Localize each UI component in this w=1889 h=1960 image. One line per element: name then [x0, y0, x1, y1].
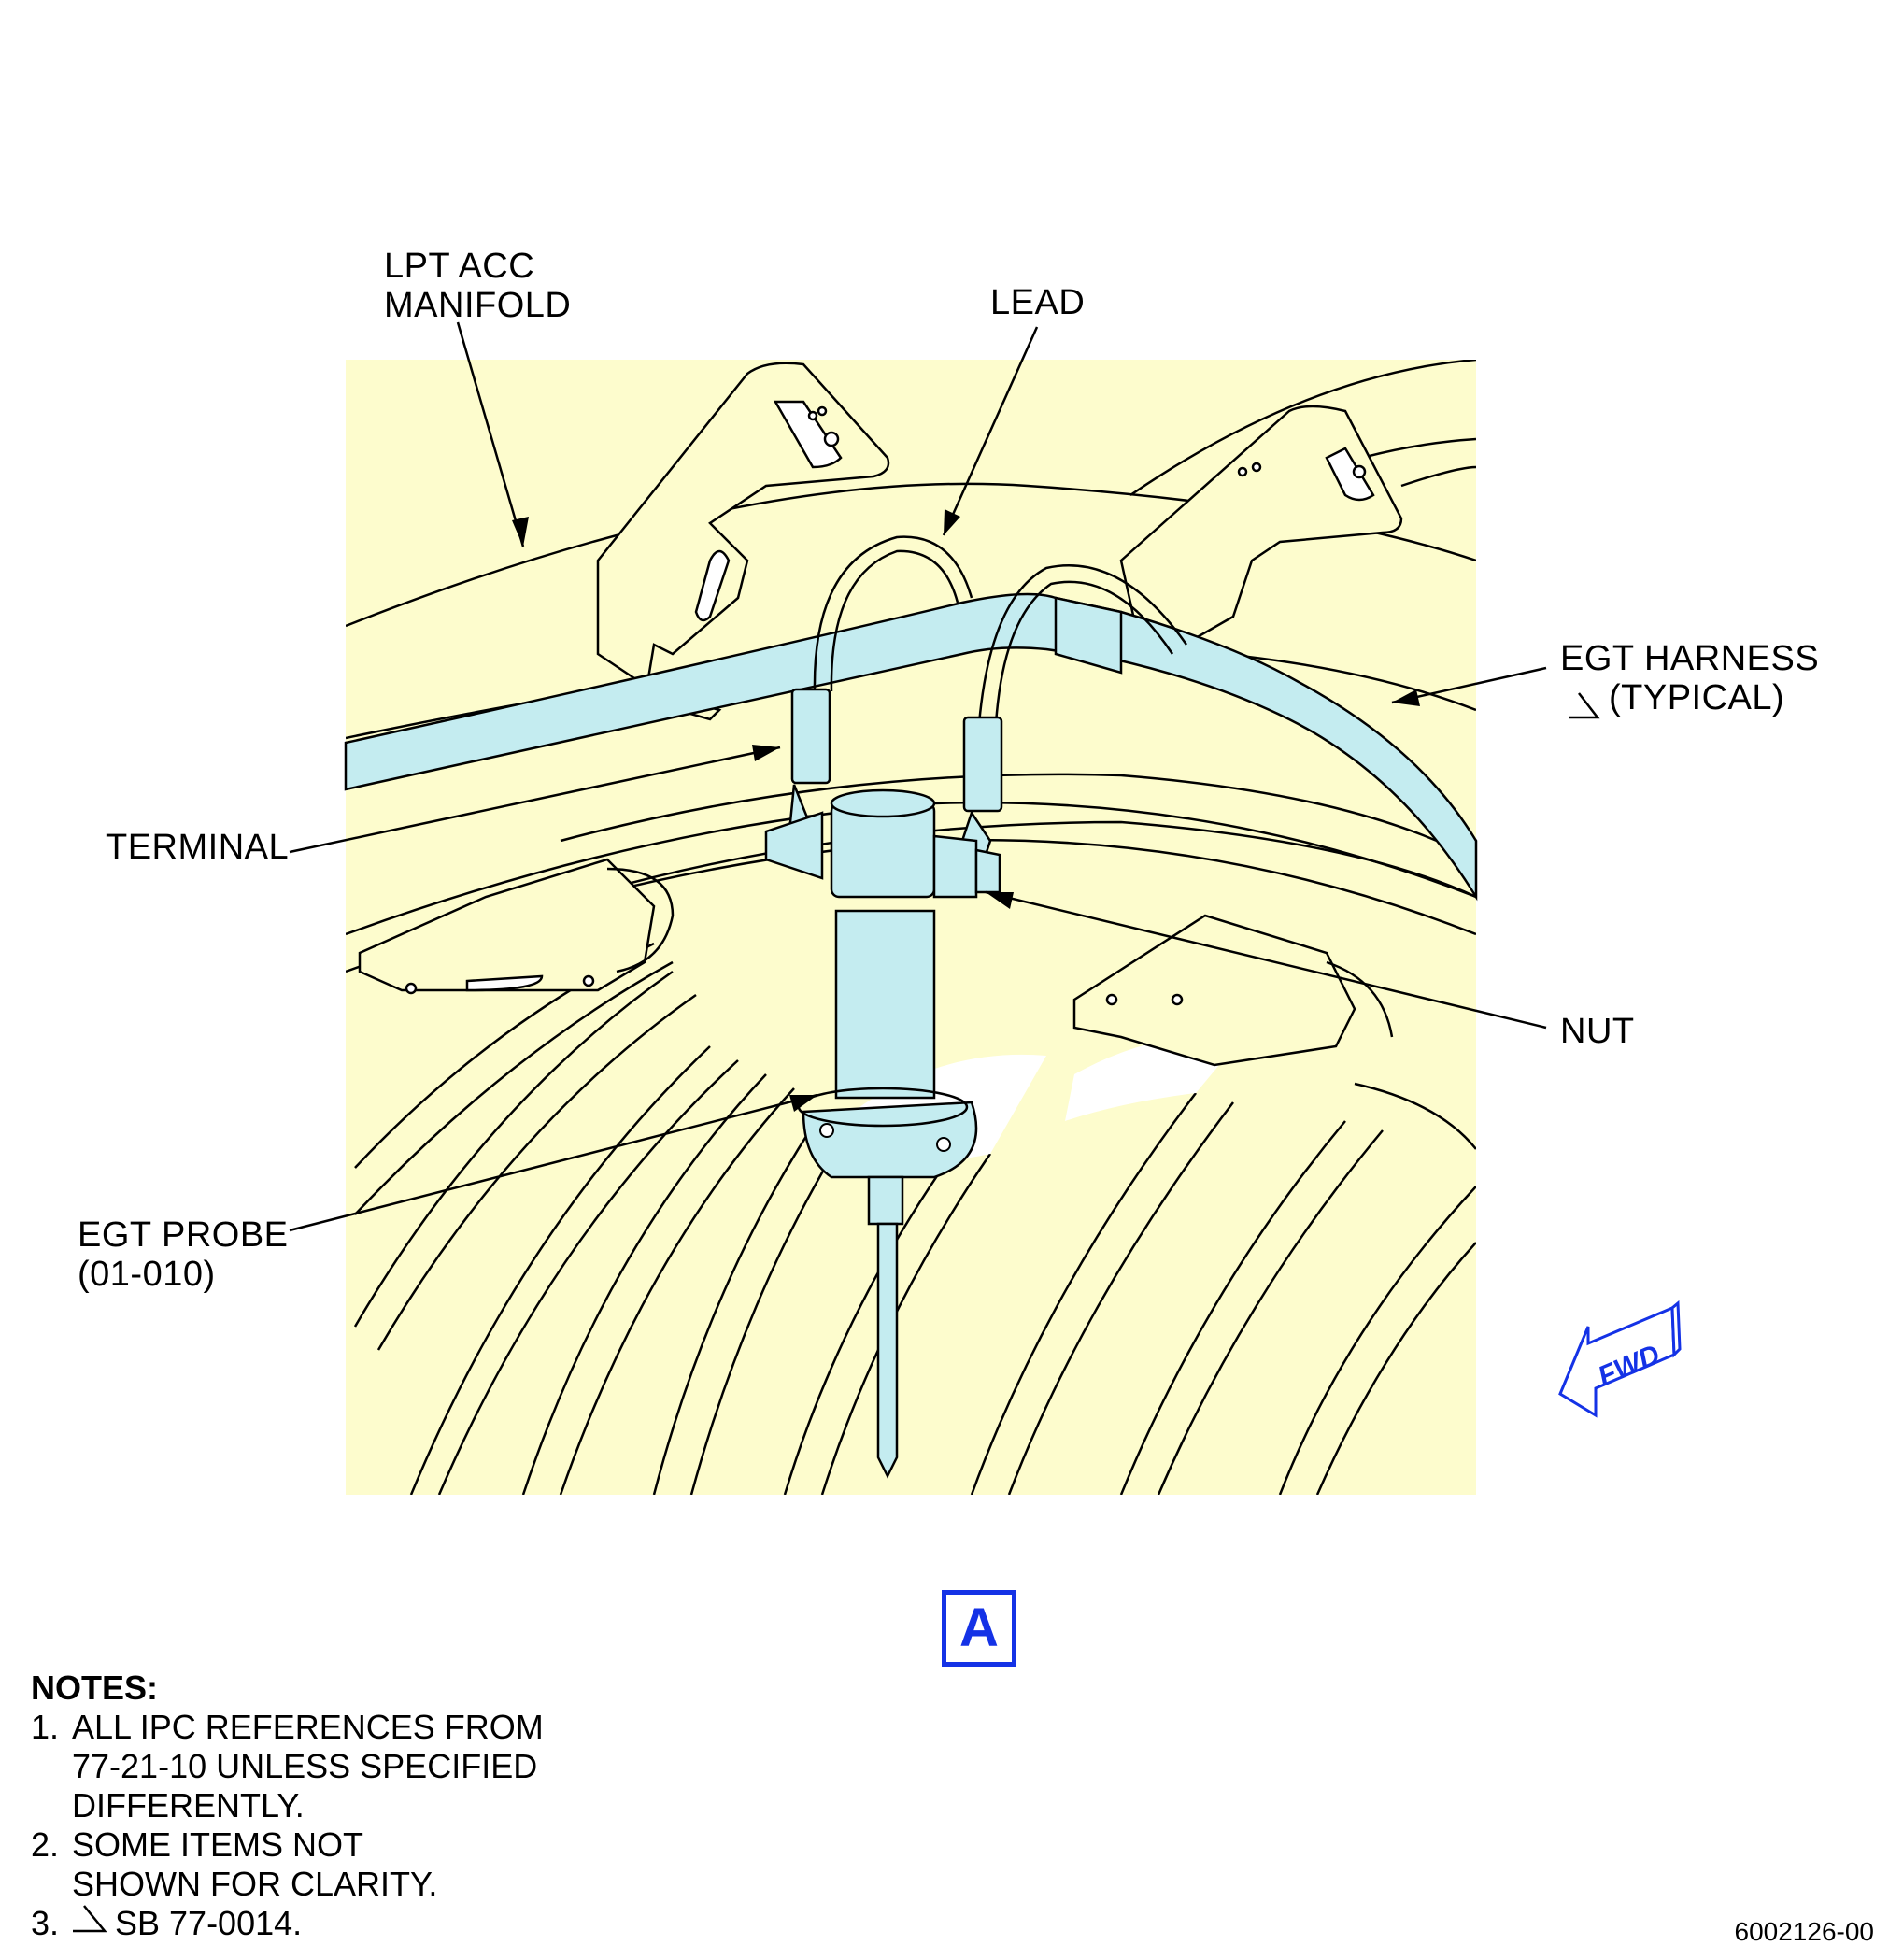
- leader-lines: [289, 321, 1547, 1232]
- note-number: 1.: [31, 1708, 60, 1746]
- sb-flag-icon: [73, 1905, 107, 1933]
- left-flange: [358, 858, 675, 995]
- note-item: 1. ALL IPC REFERENCES FROM 77-21-10 UNLES…: [31, 1708, 675, 1825]
- leads: [813, 535, 1188, 725]
- note-text: SB 77-0014.: [115, 1904, 303, 1942]
- view-label: A: [942, 1590, 1016, 1667]
- fwd-arrow-icon: FWD: [1558, 1300, 1682, 1418]
- note-text: SOME ITEMS NOT SHOWN FOR CLARITY.: [72, 1825, 438, 1903]
- right-flange: [1072, 914, 1394, 1067]
- callout-lpt-acc-manifold: LPT ACC MANIFOLD: [384, 247, 571, 325]
- right-bracket: [1119, 405, 1403, 656]
- probe-mounting-holes: [819, 1123, 951, 1152]
- callout-line: EGT HARNESS: [1560, 639, 1820, 678]
- callout-terminal: TERMINAL: [106, 828, 290, 867]
- figure-number: 6002126-00: [1734, 1917, 1874, 1946]
- egt-harness: [344, 592, 1478, 902]
- callout-egt-probe: EGT PROBE (01-010): [78, 1215, 289, 1294]
- callout-line: EGT PROBE: [78, 1215, 289, 1255]
- callout-nut: NUT: [1560, 1012, 1635, 1051]
- note-item: 3. SB 77-0014.: [31, 1904, 675, 1943]
- sb-flag-icon: [1569, 692, 1600, 719]
- callout-line: (TYPICAL): [1609, 678, 1785, 717]
- egt-probe-body: [764, 788, 1001, 1479]
- callout-line: MANIFOLD: [384, 286, 572, 325]
- leader-arrowheads: [512, 509, 1420, 1112]
- notes-heading: NOTES:: [31, 1669, 159, 1707]
- callout-line: (01-010): [78, 1255, 216, 1294]
- note-text: ALL IPC REFERENCES FROM 77-21-10 UNLESS …: [72, 1708, 544, 1825]
- note-number: 2.: [31, 1825, 60, 1864]
- callout-line: LPT ACC: [384, 247, 535, 286]
- callout-lead: LEAD: [990, 283, 1086, 322]
- notes-block: NOTES: 1. ALL IPC REFERENCES FROM 77-21-1…: [31, 1669, 675, 1943]
- engine-structure: [346, 360, 1476, 1495]
- callout-egt-harness: EGT HARNESS (TYPICAL): [1560, 639, 1819, 717]
- left-bracket: [596, 362, 890, 721]
- note-number: 3.: [31, 1904, 60, 1942]
- note-item: 2. SOME ITEMS NOT SHOWN FOR CLARITY.: [31, 1825, 675, 1904]
